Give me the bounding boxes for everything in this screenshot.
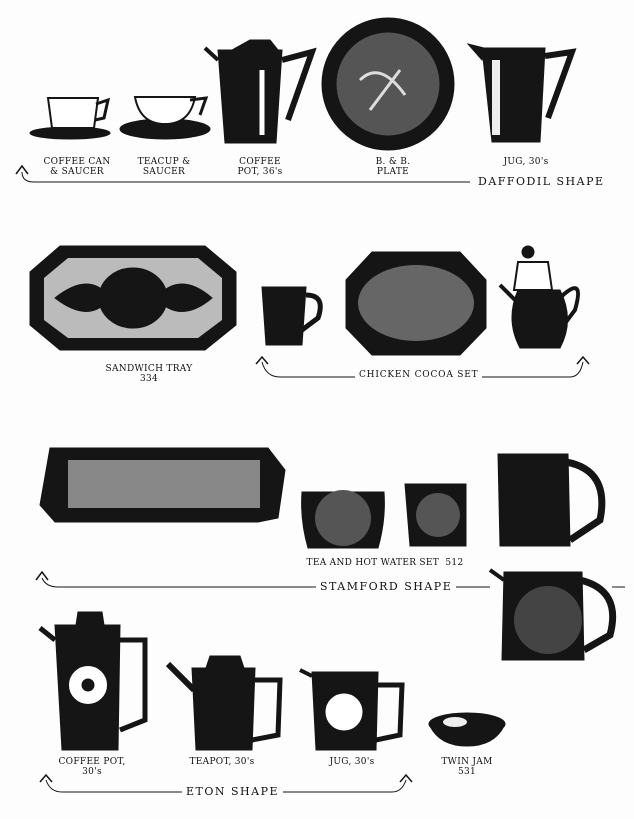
daffodil-coffee-pot-image: [203, 39, 317, 144]
item-label-coffee-pot: COFFEE POT, 36's: [237, 157, 283, 177]
stamford-tray-image: [39, 447, 286, 523]
sandwich-tray-image: [29, 245, 237, 351]
stamford-large-jug-image: [488, 568, 617, 661]
eton-coffee-pot-image: [38, 611, 148, 751]
teacup-saucer-image: [119, 96, 211, 140]
eton-jug-image: [299, 668, 405, 751]
stamford-bracket-line: [41, 577, 490, 588]
arrow-icon: [255, 355, 590, 365]
item-label-jug: JUG, 30's: [503, 157, 549, 167]
section-title-stamford: STAMFORD SHAPE: [316, 580, 457, 593]
coffee-can-saucer-image: [29, 97, 111, 140]
daffodil-jug-image: [466, 43, 577, 143]
item-label-bb-plate: B. & B. PLATE: [375, 157, 411, 177]
item-label-eton-jug: JUG, 30's: [329, 757, 375, 767]
cocoa-mug-image: [261, 286, 323, 346]
item-label-eton-coffee-pot: COFFEE POT, 30's: [58, 757, 126, 777]
cocoa-pot-image: [498, 245, 580, 349]
item-label-eton-teapot: TEAPOT, 30's: [189, 757, 255, 767]
item-label-tea-hot-water-set: TEA AND HOT WATER SET 512: [306, 558, 464, 568]
stamford-teapot-image: [301, 490, 385, 549]
item-label-twin-jam: TWIN JAM 531: [441, 757, 493, 777]
arrow-icon: [35, 570, 49, 581]
oval-tray-image: [345, 251, 487, 356]
section-title-eton: ETON SHAPE: [182, 785, 284, 798]
stamford-hot-water-jug-image: [497, 453, 606, 547]
item-label-coffee-can-saucer: COFFEE CAN & SAUCER: [43, 157, 111, 177]
eton-teapot-image: [165, 655, 283, 751]
section-title-chicken-cocoa: CHICKEN COCOA SET: [355, 370, 483, 380]
section-title-daffodil: DAFFODIL SHAPE: [474, 175, 609, 188]
stamford-cream-jug-image: [404, 483, 467, 547]
item-label-teacup-saucer: TEACUP & SAUCER: [137, 157, 191, 177]
twin-jam-image: [428, 712, 506, 747]
bb-plate-image: [321, 17, 455, 151]
arrow-icon: [15, 164, 29, 175]
daffodil-bracket-line: [21, 171, 470, 183]
arrow-icon: [39, 773, 413, 783]
item-label-sandwich-tray: SANDWICH TRAY 334: [105, 364, 193, 384]
